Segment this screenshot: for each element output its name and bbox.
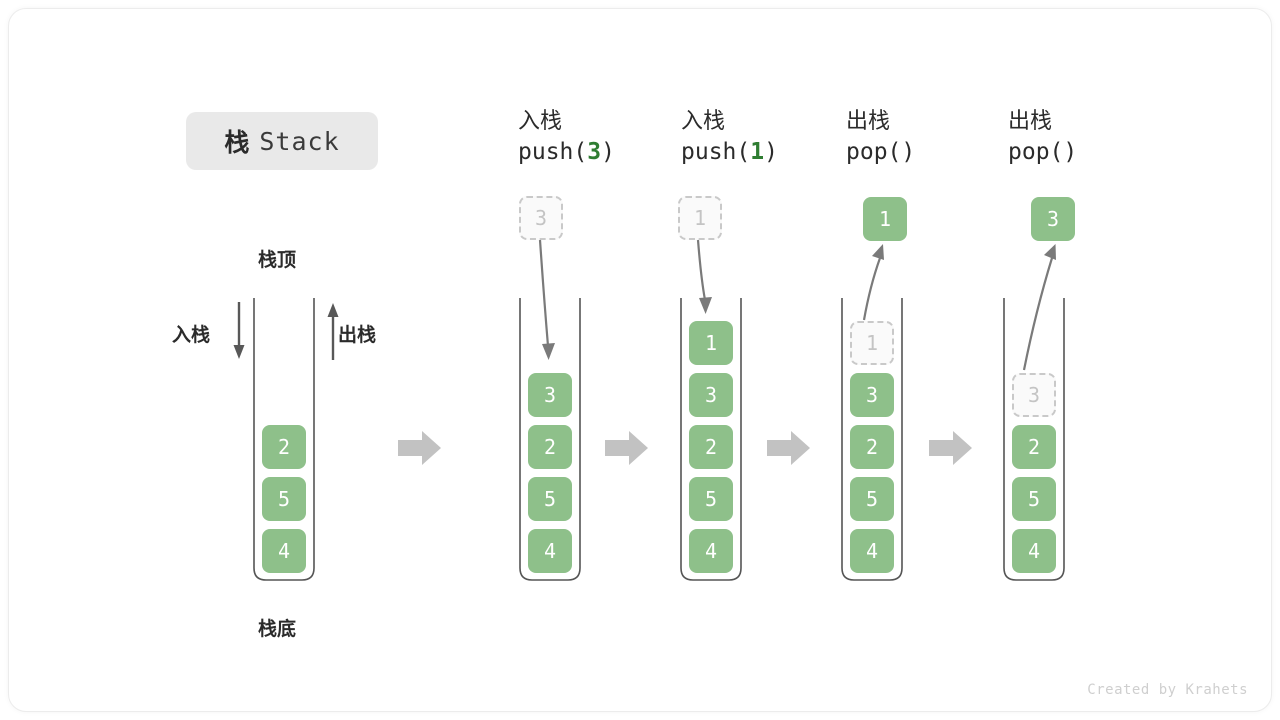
pop-direction-label: 出栈 — [338, 325, 377, 346]
flow-arrow-right-block-icon — [929, 431, 972, 465]
operation-code-suffix-0: ) — [601, 139, 615, 165]
stack-cell: 2 — [1012, 425, 1056, 469]
stack-container-walls — [841, 298, 903, 581]
stack-cell: 2 — [262, 425, 306, 469]
operation-cn-2: 出栈 — [846, 108, 891, 133]
operation-label-2: 出栈 pop() — [846, 106, 915, 168]
operation-arg-1: 1 — [750, 139, 765, 165]
title-badge: 栈 Stack — [186, 112, 378, 170]
operation-cn-3: 出栈 — [1008, 108, 1053, 133]
stack-cell: 4 — [528, 529, 572, 573]
operation-code-suffix-3: ) — [1063, 139, 1078, 165]
stack-cell: 5 — [850, 477, 894, 521]
popped-cell: 3 — [1031, 197, 1075, 241]
operation-label-0: 入栈 push(3) — [518, 106, 615, 168]
push-direction-label: 入栈 — [172, 325, 211, 346]
flow-arrow-right-block-icon — [767, 431, 810, 465]
stack-cell: 2 — [689, 425, 733, 469]
title-cn: 栈 — [224, 129, 250, 157]
stack-container-walls — [519, 298, 581, 581]
operation-code-3: pop() — [1008, 136, 1077, 168]
operation-code-0: push(3) — [518, 136, 615, 168]
stack-cell-ghost: 1 — [850, 321, 894, 365]
stack-cell: 5 — [689, 477, 733, 521]
operation-cn-1: 入栈 — [681, 108, 726, 133]
stack-cell: 5 — [528, 477, 572, 521]
floating-ghost-cell: 3 — [519, 196, 563, 240]
operation-code-prefix-3: pop( — [1008, 139, 1064, 165]
watermark: Created by Krahets — [1087, 682, 1248, 698]
operation-code-2: pop() — [846, 136, 915, 168]
stack-container-walls — [1003, 298, 1065, 581]
stack-bottom-label: 栈底 — [258, 619, 297, 640]
operation-label-1: 入栈 push(1) — [681, 106, 778, 168]
operation-code-1: push(1) — [681, 136, 778, 168]
stack-cell: 3 — [850, 373, 894, 417]
stack-cell: 5 — [262, 477, 306, 521]
flow-arrow-right-block-icon — [605, 431, 648, 465]
stack-container-walls — [253, 298, 315, 581]
operation-code-prefix-2: pop( — [846, 139, 902, 165]
stack-cell: 4 — [689, 529, 733, 573]
operation-cn-0: 入栈 — [518, 108, 563, 133]
stack-cell: 2 — [850, 425, 894, 469]
stack-cell: 3 — [528, 373, 572, 417]
stack-cell: 5 — [1012, 477, 1056, 521]
operation-label-3: 出栈 pop() — [1008, 106, 1077, 168]
operation-code-suffix-1: ) — [764, 139, 778, 165]
stack-cell: 4 — [850, 529, 894, 573]
floating-ghost-cell: 1 — [678, 196, 722, 240]
stack-cell: 3 — [689, 373, 733, 417]
operation-code-prefix-0: push( — [518, 139, 588, 165]
stack-cell: 2 — [528, 425, 572, 469]
stack-top-label: 栈顶 — [258, 250, 297, 271]
stack-container-walls — [680, 298, 742, 581]
title-en: Stack — [259, 126, 340, 156]
stack-cell-ghost: 3 — [1012, 373, 1056, 417]
flow-arrow-right-block-icon — [398, 431, 441, 465]
operation-arg-0: 3 — [587, 139, 602, 165]
stack-cell: 4 — [262, 529, 306, 573]
operation-code-suffix-2: ) — [901, 139, 916, 165]
operation-code-prefix-1: push( — [681, 139, 751, 165]
stack-cell: 1 — [689, 321, 733, 365]
stack-cell: 4 — [1012, 529, 1056, 573]
popped-cell: 1 — [863, 197, 907, 241]
